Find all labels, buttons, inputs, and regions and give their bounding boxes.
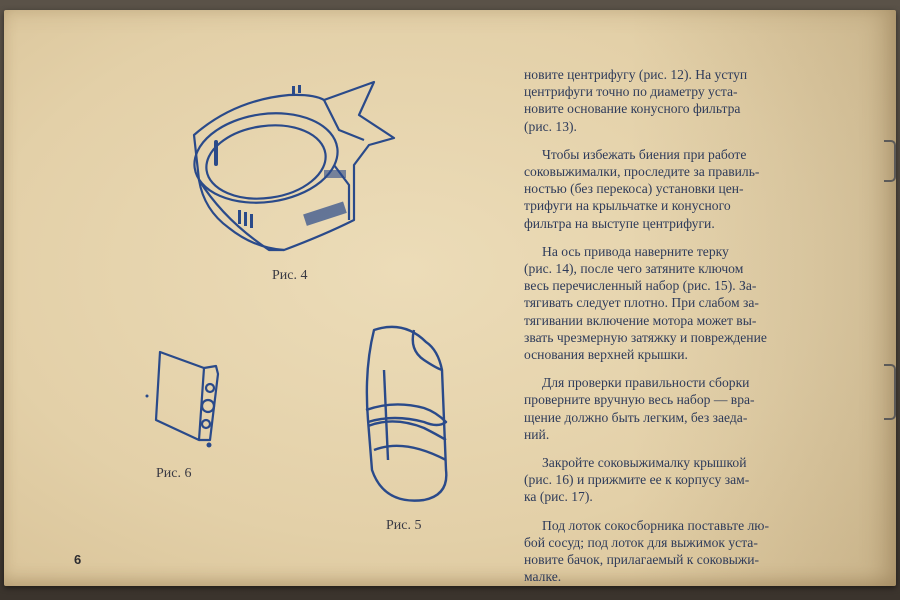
figure-6-caption: Рис. 6 [156, 466, 192, 481]
figure-4-caption: Рис. 4 [272, 268, 308, 283]
centrifuge-basket-drawing [192, 80, 396, 252]
figure-5-caption: Рис. 5 [386, 518, 422, 533]
paragraph-6: Под лоток сокосборника поставьте лю- бой… [524, 517, 769, 585]
paragraph-3: На ось привода наверните терку (рис. 14)… [524, 243, 767, 363]
paragraph-2: Чтобы избежать биения при работе соковыж… [524, 146, 760, 231]
instruction-text: новите центрифугу (рис. 12). На уступ це… [524, 66, 842, 596]
grater-clamp-drawing [145, 350, 220, 448]
cone-filter-drawing [365, 325, 448, 502]
paragraph-1: новите центрифугу (рис. 12). На уступ це… [524, 67, 748, 134]
page-number: 6 [74, 552, 82, 567]
paragraph-4: Для проверки правильности сборки проверн… [524, 375, 755, 442]
staple-bottom [884, 364, 896, 420]
paragraph-5: Закройте соковыжималку крышкой (рис. 16)… [524, 455, 750, 505]
booklet-page: Рис. 4 Рис. 6 [4, 10, 896, 586]
staple-top [884, 140, 896, 182]
